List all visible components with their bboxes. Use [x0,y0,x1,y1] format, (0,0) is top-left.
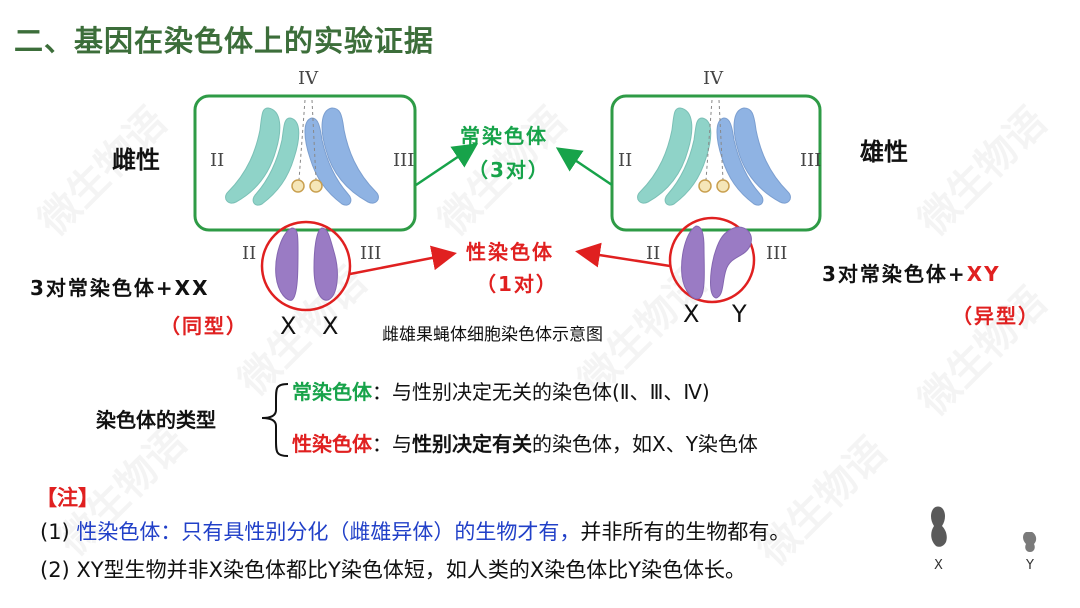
female-chromosome-ii-b [252,117,300,206]
female-sex-label-ii: II [242,243,257,264]
female-chromosome-iv-a [291,179,305,193]
male-formula-prefix: 3对常染色体+ [822,262,967,286]
male-chromosome-ii-b [664,117,712,206]
arrow-male-autosome [555,147,613,187]
diagram-caption: 雌雄果蝇体细胞染色体示意图 [382,325,603,345]
female-x2-letter: X [322,312,339,340]
arrow-male-sex [575,242,671,268]
types-heading: 染色体的类型 [96,408,216,432]
male-chromosome-iii-a [733,107,791,204]
female-formula: 3对常染色体+XX [30,276,210,300]
autosome-count: （3对） [468,158,550,182]
page-title: 二、基因在染色体上的实验证据 [14,24,435,58]
autosome-definition: 常染色体：与性别决定无关的染色体(Ⅱ、Ⅲ、Ⅳ) [292,376,710,405]
female-chromosome-iii-a [321,107,379,204]
notes-heading: 【注】 [36,486,99,510]
female-x1-letter: X [280,312,297,340]
female-chromosome-iii-b [304,117,352,206]
sex-desc-1: ：与 [372,432,412,456]
female-sex-label-iii: III [360,243,382,264]
types-brace [261,383,289,457]
male-label-iii: III [800,150,822,171]
male-y-letter: Y [732,300,747,328]
note-1-rest: 并非所有的生物都有。 [580,520,791,544]
male-label: 雄性 [860,138,908,166]
note-1-index: (1) [40,520,77,544]
arrow-female-sex [349,245,457,276]
female-chromosome-iv-b [309,179,323,193]
sex-chromosome-count: （1对） [476,272,558,296]
female-sex-circle [260,220,352,312]
female-label-ii: II [210,150,225,171]
male-label-ii: II [618,150,633,171]
note-2: (2) XY型生物并非X染色体都比Y染色体短，如人类的X染色体比Y染色体长。 [40,558,747,582]
male-formula-xy: XY [966,262,1001,286]
autosome-desc: ：与性别决定无关的染色体(Ⅱ、Ⅲ、Ⅳ) [372,380,710,404]
male-type: （异型） [952,304,1040,328]
autosome-label: 常染色体 [460,124,548,148]
male-x-letter: X [683,300,700,328]
human-x-chromosome-image [931,506,947,547]
male-sex-circle [668,216,756,304]
sex-desc-bold: 性别决定有关 [412,432,532,456]
female-x-chromosome-a [275,227,299,301]
male-chromosome-ii-a [637,107,693,204]
sex-chromosome-definition: 性染色体：与性别决定有关的染色体，如X、Y染色体 [292,428,758,457]
male-sex-label-iii: III [766,243,788,264]
female-label-iv: IV [298,68,319,89]
female-label-iii: III [393,150,415,171]
note-1-highlight: 性染色体：只有具性别分化（雌雄异体）的生物才有， [76,520,581,544]
arrow-female-autosome [415,143,479,187]
male-autosome-box [610,94,822,232]
male-chromosome-iv-b [716,179,730,193]
sex-term: 性染色体 [292,432,372,456]
male-chromosome-iv-a [698,179,712,193]
sex-chromosome-label: 性染色体 [466,240,554,264]
male-chromosome-iii-b [716,117,764,206]
male-sex-label-ii: II [646,243,661,264]
male-label-iv: IV [703,68,724,89]
human-x-label: X [934,558,943,573]
male-x-chromosome [681,225,705,300]
autosome-term: 常染色体 [292,380,372,404]
female-type: （同型） [160,314,248,338]
human-y-chromosome-image [1023,532,1037,552]
sex-desc-2: 的染色体，如X、Y染色体 [532,432,758,456]
human-y-label: Y [1026,558,1034,573]
female-chromosome-ii-a [225,107,281,204]
male-formula: 3对常染色体+XY [822,258,1001,287]
note-1: (1) 性染色体：只有具性别分化（雌雄异体）的生物才有，并非所有的生物都有。 [40,516,790,546]
female-x-chromosome-b [313,227,338,301]
male-y-chromosome [710,226,752,299]
female-autosome-box [193,94,417,232]
female-label: 雌性 [112,146,160,174]
